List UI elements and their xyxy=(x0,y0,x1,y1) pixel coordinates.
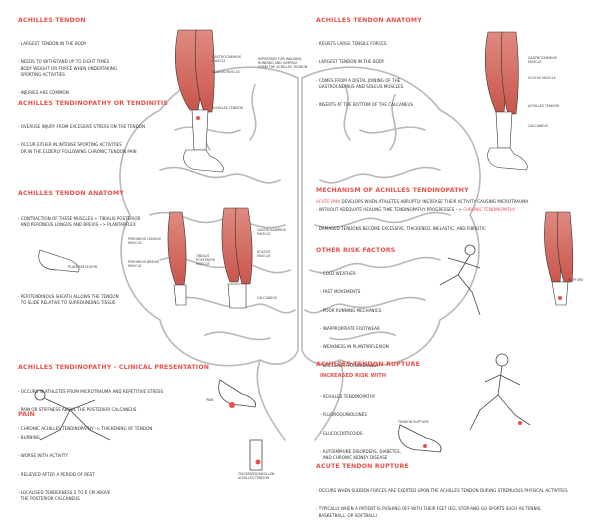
leg-anatomy-figure xyxy=(484,31,528,171)
acute-pain-highlight: ACUTE PAIN xyxy=(316,199,341,204)
pain-marker xyxy=(518,421,522,425)
tendon-bullets: LARGEST TENDON IN THE BODY NEEDS TO WITH… xyxy=(18,29,117,102)
label-calcaneus: CALCANEUS xyxy=(257,296,278,300)
bullet-item: FLUOROQUINOLONES xyxy=(320,412,401,418)
section-title-anatomy-right: ACHILLES TENDON ANATOMY xyxy=(316,17,422,24)
mechanism-text: DEVELOPS WHEN ATHLETES ABRUPTLY INCREASE… xyxy=(340,199,529,204)
bullet-item: LOCALISED TENDERNESS 2 TO 6 CM ABOVE THE… xyxy=(18,490,111,502)
leg-anatomy-figure xyxy=(38,207,253,309)
tendinopathy-bullets: OVERUSE INJURY FROM EXCESSIVE STRESS ON … xyxy=(18,112,145,161)
bullet-item: TYPICALLY WHEN A PATIENT IS PUSHING OFF … xyxy=(316,506,568,518)
section-title-tendinopathy: ACHILLES TENDINOPATHY OR TENDINITIS xyxy=(18,100,169,107)
pain-marker xyxy=(423,444,427,448)
bullet-item: CHRONIC ACHILLES TENDINOPATHY -> THICKEN… xyxy=(18,426,163,432)
label-soleus: SOLEUS MUSCLE xyxy=(528,76,556,80)
label-tendon-rupture: TENDON RUPTURE xyxy=(398,420,429,424)
mechanism-line-3: - DAMAGED TENDONS BECOME EXCESSIVE, THIC… xyxy=(316,226,486,231)
bullet-item: INJURIES ARE COMMON xyxy=(18,90,117,96)
chronic-highlight: CHRONIC TENDINOPATHY xyxy=(463,207,516,212)
section-title-mechanism: MECHANISM OF ACHILLES TENDINOPATHY xyxy=(316,187,469,194)
mechanism-line-1: ACUTE PAIN DEVELOPS WHEN ATHLETES ABRUPT… xyxy=(316,199,528,205)
label-soleus: SOLEUS MUSCLE xyxy=(257,250,271,258)
anatomy-bullets: CONTRACTION OF THESE MUSCLES + TIBIALIS … xyxy=(18,204,141,234)
section-title-acute: ACUTE TENDON RUPTURE xyxy=(316,463,409,470)
bullet-item: WORSE WITH ACTIVITY xyxy=(18,453,110,459)
label-function: IMPORTANT FOR WALKING, RUNNING AND JUMPI… xyxy=(258,57,308,69)
bullet-item: RELIEVED AFTER A PERIOD OF REST xyxy=(18,472,110,478)
mechanism-line-2: - WITHOUT ADEQUATE HEALING TIME TENDINOP… xyxy=(316,207,515,213)
label-peroneus-longus: PERONEUS LONGUS MUSCLE xyxy=(128,237,161,245)
section-title-rupture: ACHILLES TENDON RUPTURE xyxy=(316,361,421,368)
label-pain: PAIN xyxy=(206,398,214,402)
bullet-item: POOR RUNNING MECHANICS xyxy=(320,308,389,314)
section-title-risk: OTHER RISK FACTORS xyxy=(316,247,396,254)
section-title-achilles-tendon: ACHILLES TENDON xyxy=(18,17,86,24)
rupture-bullets: ACHILLES TENDINOPATHY FLUOROQUINOLONES G… xyxy=(320,382,401,467)
bullet-item: WEAKNESS IN PLANTARFLEXION xyxy=(320,344,389,350)
leg-anatomy-figure xyxy=(544,211,574,306)
bullet-item: INSERTS AT THE BOTTOM OF THE CALCANEUS xyxy=(316,102,413,108)
label-plantarflexion: PLANTARFLEXION xyxy=(68,265,98,269)
label-thickened-tendon: THICKENED/SWOLLEN ACHILLES TENDON xyxy=(238,472,275,480)
label-gastrocnemius: GASTROCNEMIUS MUSCLE xyxy=(212,55,241,63)
label-gastrocnemius: GASTROCNEMIUS MUSCLE xyxy=(257,228,286,236)
bullet-item: BURNING xyxy=(18,435,110,441)
section-title-clinical: ACHILLES TENDINOPATHY - CLINICAL PRESENT… xyxy=(18,364,210,371)
label-tibialis: TIBIALIS POSTERIOR MUSCLE xyxy=(196,254,215,266)
pain-bullets: BURNING WORSE WITH ACTIVITY RELIEVED AFT… xyxy=(18,423,111,508)
bullet-item: COMES FROM A DISTAL JOINING OF THE GASTR… xyxy=(316,78,413,90)
label-soleus: SOLEUS MUSCLE xyxy=(212,70,240,74)
bullet-item: NEEDS TO WITHSTAND UP TO EIGHT TIMES BOD… xyxy=(18,59,117,77)
bullet-item: LARGEST TENDON IN THE BODY xyxy=(18,41,117,47)
label-rupture: RUPTURE xyxy=(568,278,584,282)
risk-bullets: COLD WEATHER FAST MOVEMENTS POOR RUNNING… xyxy=(320,259,389,375)
label-calcaneus: CALCANEUS xyxy=(528,124,549,128)
bullet-item: PAIN OR STIFFNESS ABOVE THE POSTERIOR CA… xyxy=(18,407,163,413)
label-achilles: ACHILLES TENDON xyxy=(212,106,244,110)
anatomy-right-bullets: RESISTS LARGE TENSILE FORCES LARGEST TEN… xyxy=(316,29,413,114)
section-title-anatomy: ACHILLES TENDON ANATOMY xyxy=(18,190,124,197)
bullet-item: AUTOIMMUNE DISORDERS, DIABETES, AND CHRO… xyxy=(320,449,401,461)
bullet-item: OCCUR EITHER IN INTENSE SPORTING ACTIVIT… xyxy=(18,142,145,154)
label-gastrocnemius: GASTROCNEMIUS MUSCLE xyxy=(528,56,557,64)
pain-marker xyxy=(229,402,235,408)
bullet-item: LEG LENGTH DISCREPANCY xyxy=(320,363,389,369)
clinical-bullets: OCCURS IN ATHLETES FROM MICROTRAUMA AND … xyxy=(18,377,163,438)
acute-bullets: OCCURS WHEN SUDDEN FORCES ARE EXERTED UP… xyxy=(316,476,568,525)
bullet-item: COLD WEATHER xyxy=(320,271,389,277)
bullet-item: OVERUSE INJURY FROM EXCESSIVE STRESS ON … xyxy=(18,124,145,130)
brain-outline xyxy=(119,66,481,441)
bullet-item: CONTRACTION OF THESE MUSCLES + TIBIALIS … xyxy=(18,216,141,228)
bullet-item: FAST MOVEMENTS xyxy=(320,289,389,295)
mechanism-text: - WITHOUT ADEQUATE HEALING TIME TENDINOP… xyxy=(316,207,464,212)
bullet-item: ACHILLES TENDINOPATHY xyxy=(320,394,401,400)
bullet-item: RESISTS LARGE TENSILE FORCES xyxy=(316,41,413,47)
bullet-item: LARGEST TENDON IN THE BODY xyxy=(316,59,413,65)
section-title-pain: PAIN xyxy=(18,411,36,418)
label-peroneus-brevis: PERONEUS BREVIS MUSCLE xyxy=(128,260,160,268)
sheath-text: - PERITENDINOUS SHEATH ALLOWS THE TENDON… xyxy=(18,294,119,306)
leg-anatomy-figure xyxy=(175,29,224,173)
bullet-item: OCCURS WHEN SUDDEN FORCES ARE EXERTED UP… xyxy=(316,488,568,494)
bullet-item: INAPPROPRIATE FOOTWEAR xyxy=(320,326,389,332)
bullet-item: GLUCOCORTICOIDS xyxy=(320,431,401,437)
pain-marker xyxy=(255,459,261,465)
bullet-item: OCCURS IN ATHLETES FROM MICROTRAUMA AND … xyxy=(18,389,163,395)
label-achilles: ACHILLES TENDON xyxy=(528,104,560,108)
rupture-subtitle: INCREASED RISK WITH xyxy=(320,373,387,379)
